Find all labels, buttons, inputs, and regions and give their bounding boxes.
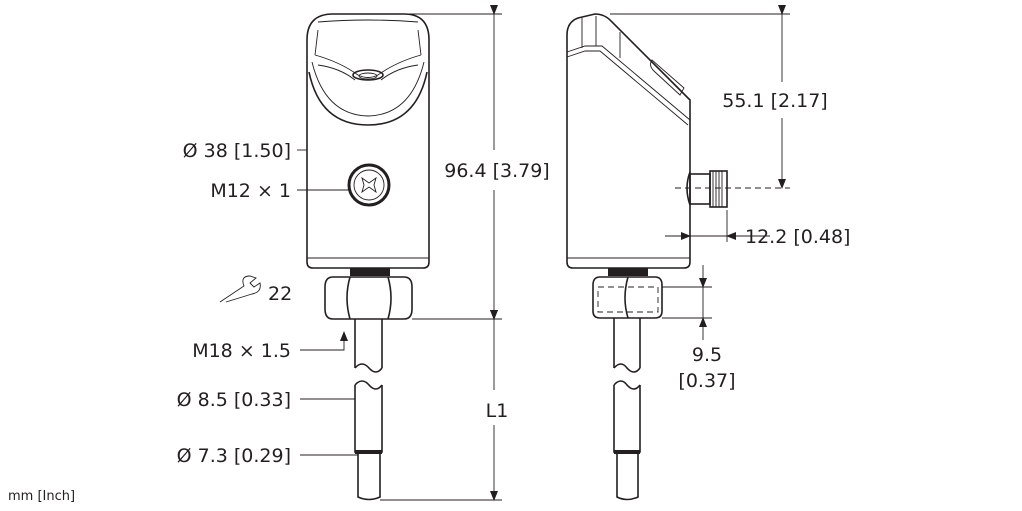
- collar-side: [608, 268, 648, 276]
- connector-depth-label: 12.2 [0.48]: [745, 226, 850, 248]
- nut-height-inch-label: [0.37]: [678, 370, 735, 392]
- sensor-housing-front: [306, 13, 430, 269]
- probe-diameter-label: Ø 8.5 [0.33]: [177, 389, 291, 411]
- tip-diameter-label: Ø 7.3 [0.29]: [177, 445, 291, 467]
- hex-nut-side: [592, 276, 663, 319]
- m12-connector-side: [686, 170, 728, 208]
- nut-height-mm-label: 9.5: [692, 344, 722, 366]
- collar: [350, 268, 390, 276]
- probe-front: [354, 319, 383, 501]
- housing-diameter-label: Ø 38 [1.50]: [183, 140, 291, 162]
- side-view: 55.1 [2.17] 12.2 [0.48] 9.5 [0.37]: [566, 5, 850, 501]
- probe-side: [613, 318, 641, 501]
- hex-nut-front: [324, 276, 413, 320]
- total-height-label: 96.4 [3.79]: [444, 160, 549, 182]
- head-height-label: 55.1 [2.17]: [722, 90, 827, 112]
- wrench-size-label: 22: [268, 283, 292, 305]
- units-label: mm [Inch]: [8, 489, 75, 504]
- connector-thread-label: M12 × 1: [210, 180, 291, 202]
- front-view: 96.4 [3.79] L1 Ø 38 [1.50] M12 × 1 22 M1…: [177, 5, 550, 501]
- m12-connector-front: [347, 163, 391, 207]
- wrench-icon: [219, 275, 261, 303]
- process-thread-label: M18 × 1.5: [192, 340, 291, 362]
- sensor-housing-side: [566, 13, 691, 269]
- probe-length-label: L1: [486, 400, 509, 422]
